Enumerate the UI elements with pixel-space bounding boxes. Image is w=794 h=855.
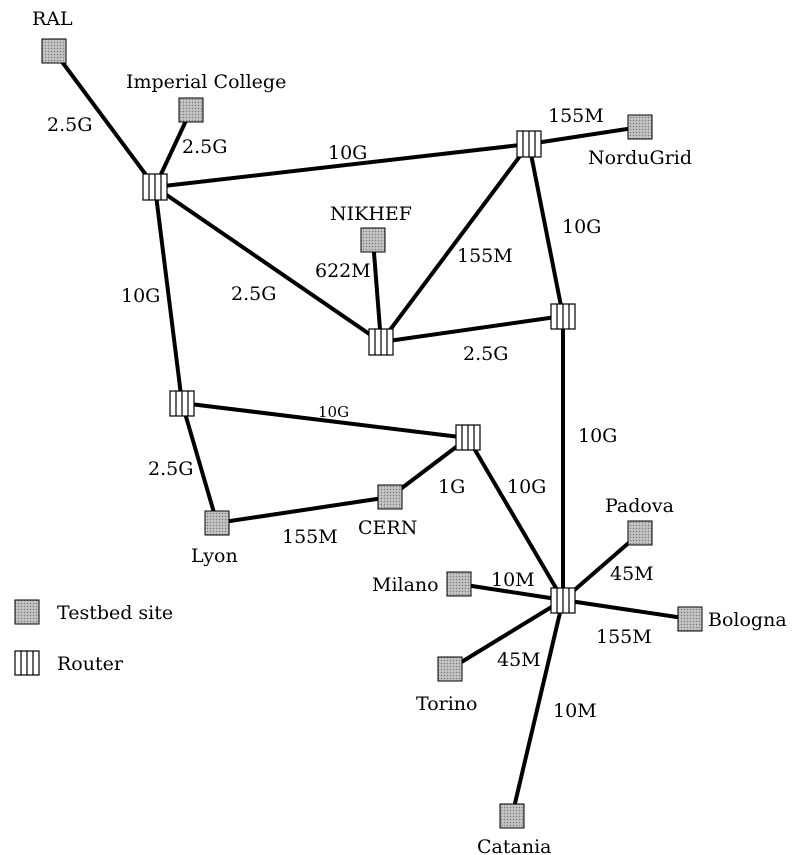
link-nikhef-nl — [371, 239, 383, 343]
legend-site-label: Testbed site — [57, 602, 173, 624]
link-label: 10G — [578, 425, 617, 447]
link-it-catania — [510, 599, 565, 817]
site-icon-bologna — [677, 606, 703, 632]
link-label: 2.5G — [231, 283, 276, 305]
link-label: 10G — [562, 216, 601, 238]
link-label: 45M — [610, 563, 654, 585]
link-label: 2.5G — [47, 114, 92, 136]
link-ne-nordugrid — [528, 125, 641, 146]
link-labels: 2.5G 2.5G 10G 155M 2.5G 622M 155M 10G 2.… — [47, 105, 654, 722]
sites — [41, 38, 703, 829]
node-label-catania: Catania — [477, 836, 551, 855]
link-label: 10G — [121, 285, 160, 307]
site-icon-nikhef — [360, 227, 386, 253]
node-label-imperial: Imperial College — [126, 71, 286, 93]
link-label: 155M — [548, 105, 604, 127]
link-label: 45M — [497, 649, 541, 671]
router-icon — [550, 587, 576, 614]
legend-site-icon — [14, 599, 40, 625]
link-label: 1G — [438, 476, 465, 498]
site-icon-nordugrid — [627, 114, 653, 140]
node-label-lyon: Lyon — [191, 545, 238, 567]
link-torino-it — [448, 598, 565, 671]
node-labels: RAL Imperial College NorduGrid NIKHEF Ly… — [32, 8, 787, 855]
router-icon — [142, 173, 168, 201]
site-icon-torino — [437, 656, 463, 682]
site-icon-ral — [41, 38, 67, 64]
routers — [142, 130, 576, 614]
link-ch-it — [466, 436, 565, 602]
legend: Testbed site Router — [14, 599, 173, 676]
link-uk-fr — [153, 186, 184, 404]
link-it-bologna — [562, 598, 691, 621]
legend-router-label: Router — [57, 653, 124, 675]
link-label: 10G — [507, 476, 546, 498]
site-icon-cern — [377, 484, 403, 510]
router-icon — [368, 328, 394, 356]
link-uk-ne — [154, 142, 530, 189]
link-label: 622M — [315, 260, 371, 282]
link-label: 2.5G — [148, 458, 193, 480]
site-icon-catania — [499, 803, 525, 829]
node-label-nordugrid: NorduGrid — [588, 147, 692, 169]
node-label-milano: Milano — [372, 574, 439, 596]
node-label-ral: RAL — [32, 8, 73, 30]
link-ral-uk — [52, 49, 157, 189]
node-label-padova: Padova — [605, 495, 674, 517]
link-label: 10G — [328, 142, 367, 164]
router-icon — [169, 390, 195, 417]
link-label: 155M — [282, 526, 338, 548]
link-label: 155M — [596, 626, 652, 648]
link-ne-e — [527, 143, 565, 317]
legend-router-icon — [14, 650, 40, 676]
link-label: 10M — [553, 700, 597, 722]
link-label: 10G — [318, 403, 349, 421]
link-label: 155M — [457, 245, 513, 267]
node-label-nikhef: NIKHEF — [330, 203, 412, 225]
link-lyon-cern — [216, 495, 391, 525]
link-label: 2.5G — [463, 343, 508, 365]
link-label: 10M — [491, 569, 535, 591]
site-icon-imperial — [178, 97, 204, 123]
router-icon — [455, 424, 481, 451]
router-icon — [516, 130, 542, 158]
site-icon-milano — [446, 571, 472, 597]
link-fr-lyon — [180, 402, 219, 524]
link-padova-it — [561, 531, 642, 602]
links — [52, 49, 691, 817]
link-cern-ch — [388, 436, 470, 499]
link-nl-e — [380, 314, 564, 344]
node-label-torino: Torino — [416, 693, 477, 715]
site-icon-lyon — [204, 510, 230, 536]
link-uk-nl — [153, 185, 383, 344]
link-label: 2.5G — [182, 136, 227, 158]
link-nl-ne — [379, 142, 531, 344]
link-milano-it — [458, 582, 564, 602]
node-label-bologna: Bologna — [708, 609, 787, 631]
link-fr-ch — [181, 401, 469, 440]
site-icon-padova — [627, 520, 653, 546]
router-icon — [550, 303, 576, 330]
node-label-cern: CERN — [358, 517, 417, 539]
